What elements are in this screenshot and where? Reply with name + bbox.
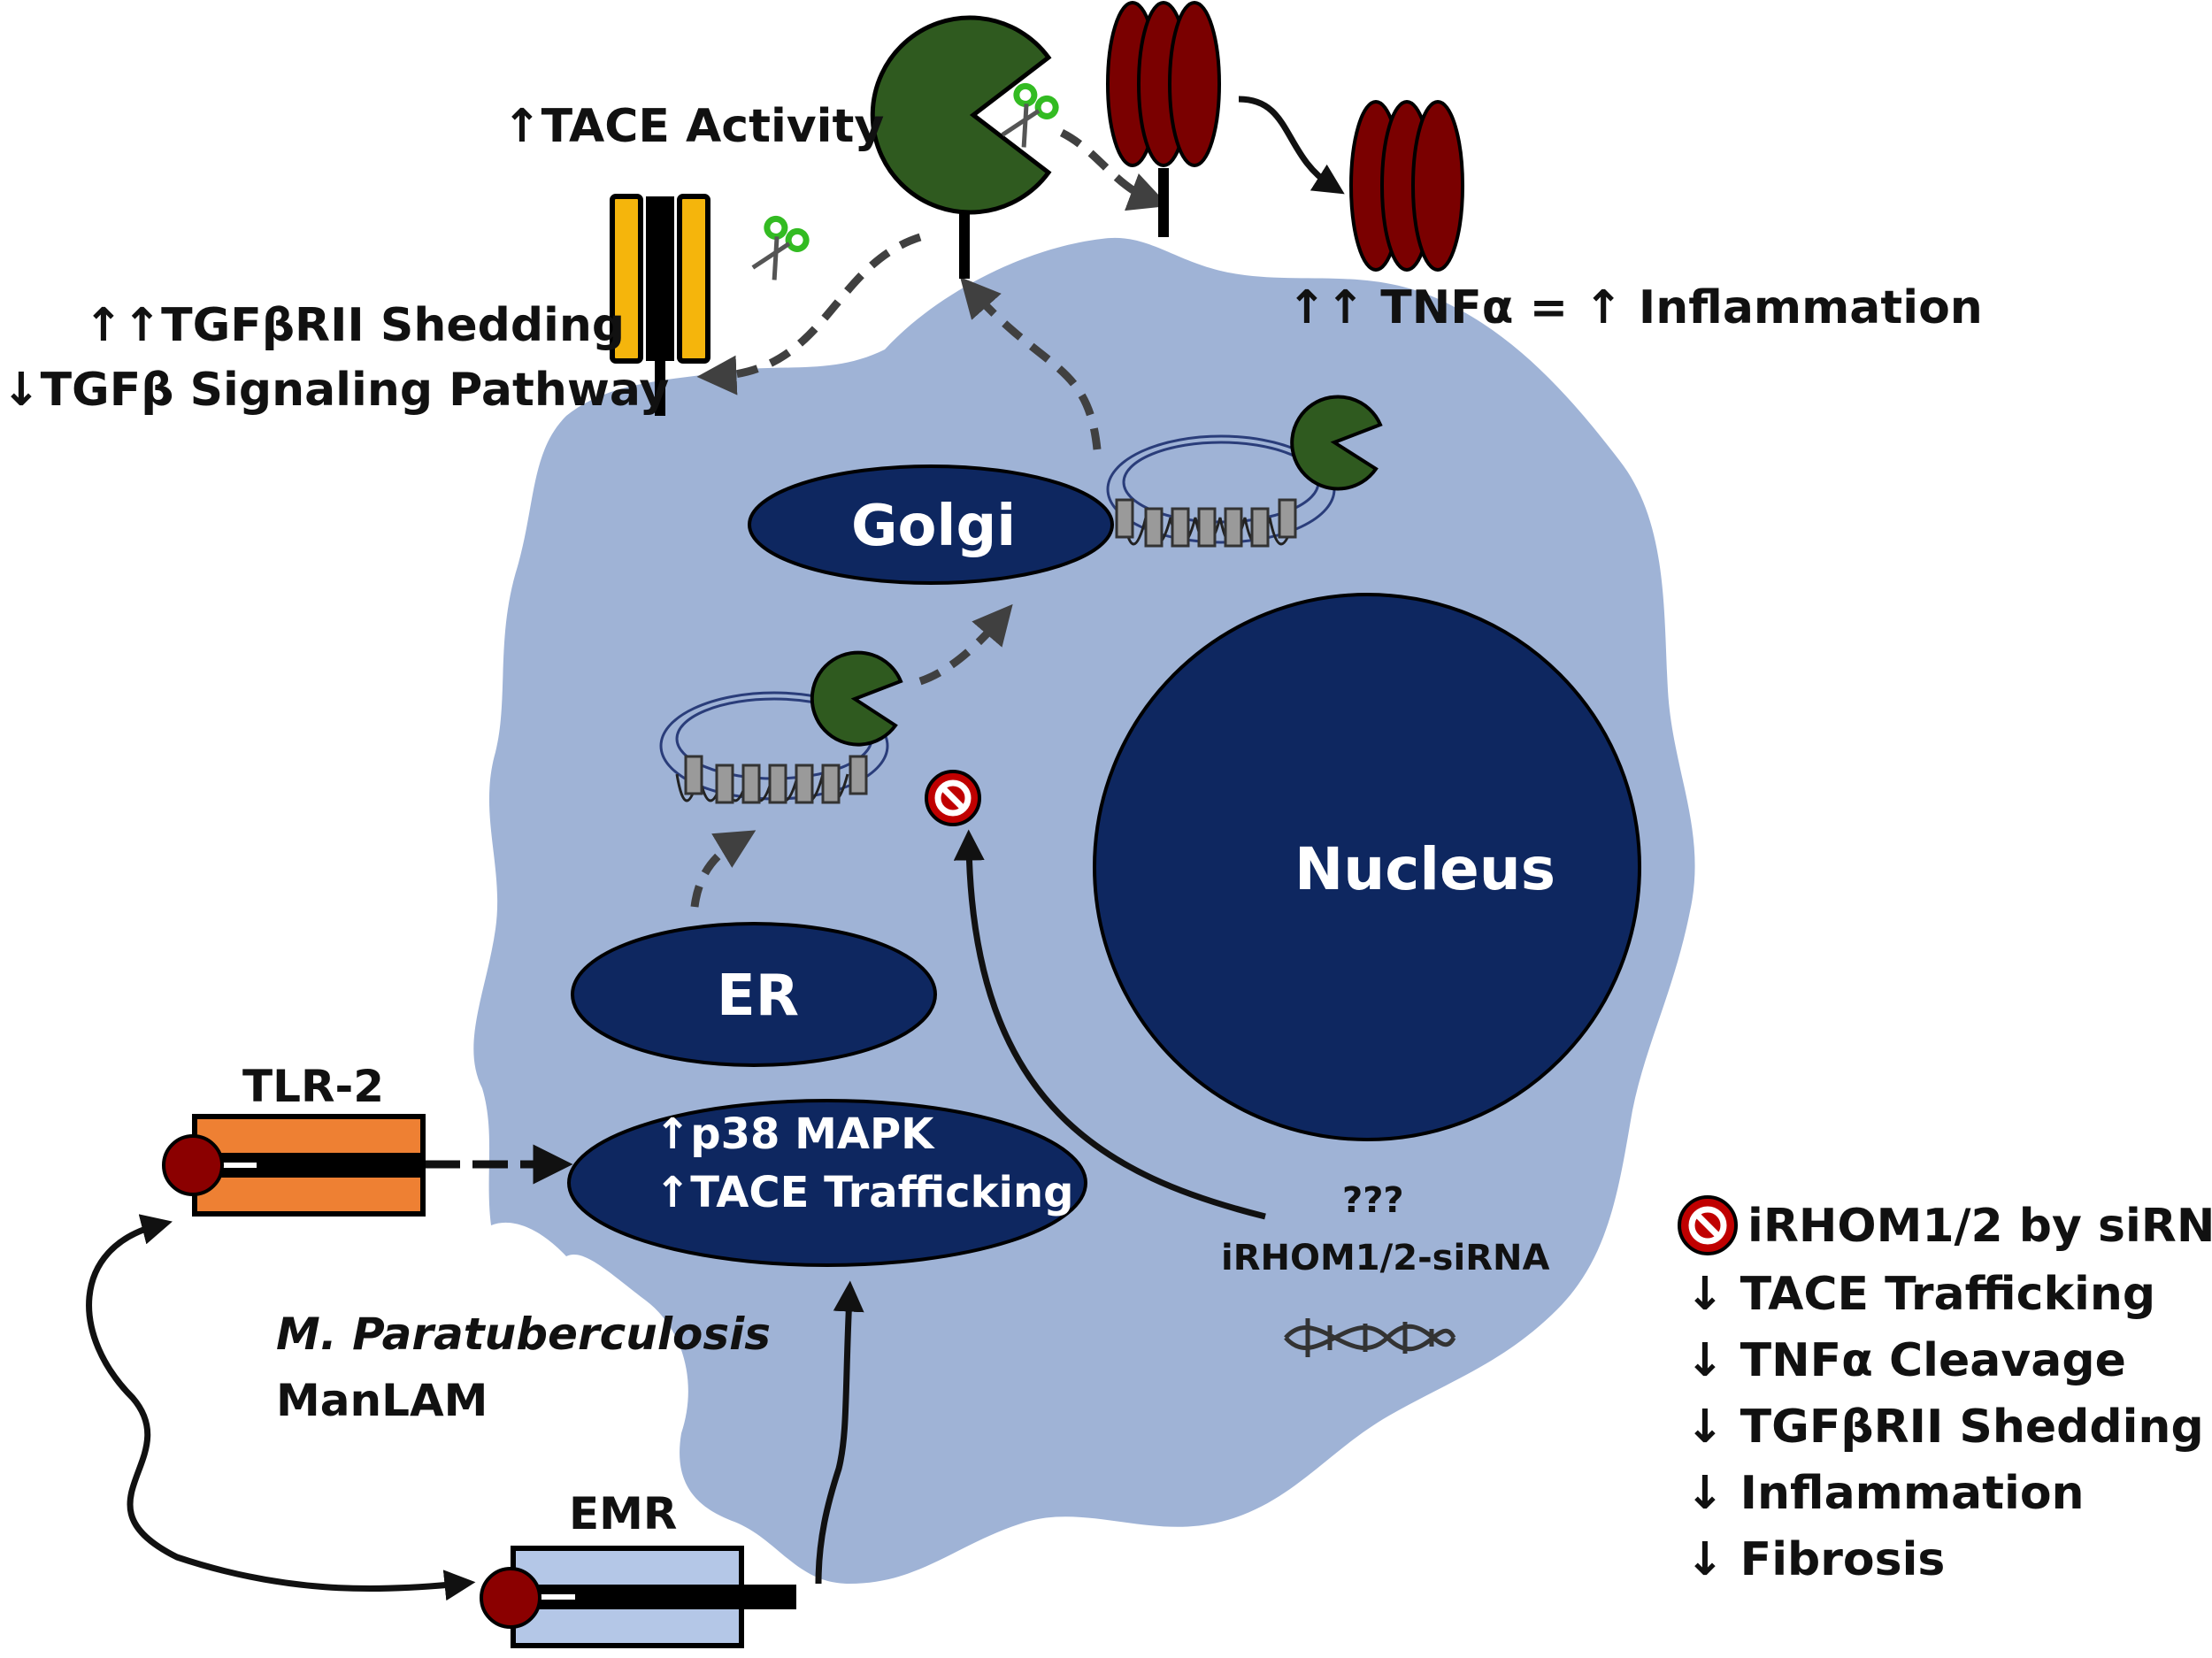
sirna-inhibition-arrow — [953, 829, 1266, 1220]
pathogen-label: M. Paratuberculosis — [276, 1309, 771, 1360]
scissors-icon — [745, 216, 810, 285]
inhibit-icon — [925, 770, 981, 826]
tlr2-label: TLR-2 — [242, 1061, 384, 1112]
golgi — [748, 464, 1114, 585]
emr-receptor — [480, 1546, 796, 1648]
tace-icon-golgi — [1290, 395, 1383, 491]
legend: iRHOM1/2 by siRNA ↓ TACE Trafficking ↓ T… — [1678, 1195, 2212, 1586]
arrow-er-to-golgi — [918, 603, 1013, 686]
er — [571, 922, 937, 1067]
tgfb-signaling-label: ↓TGFβ Signaling Pathway — [2, 364, 669, 417]
unknown-label: ??? — [1342, 1180, 1404, 1221]
tlr2-ligand — [162, 1134, 224, 1196]
emr-ligand — [480, 1567, 541, 1629]
tgfbrii-shedding-label: ↑↑TGFβRII Shedding — [84, 299, 625, 352]
er-label: ER — [717, 963, 799, 1029]
legend-item: ↓ Inflammation — [1686, 1467, 2085, 1520]
irhom-membrane-icon — [1106, 434, 1336, 548]
tlr2-receptor — [162, 1114, 426, 1217]
legend-title: iRHOM1/2 by siRNA — [1747, 1200, 2212, 1253]
arrow-tace-to-tgfbrii — [696, 233, 922, 395]
tnf-soluble-trimer — [1349, 100, 1464, 272]
legend-item: ↓ TGFβRII Shedding — [1686, 1401, 2204, 1454]
tgfbrii-receptor — [610, 194, 710, 416]
tace-membrane-icon — [870, 15, 1052, 215]
legend-item: ↓ Fibrosis — [1686, 1533, 1945, 1586]
tace-icon-er — [810, 650, 903, 747]
tace-activity-label: ↑TACE Activity — [503, 100, 884, 153]
tnfa-inflammation-label: ↑↑ TNFα = ↑ Inflammation — [1287, 281, 1983, 334]
emr-label: EMR — [569, 1488, 677, 1539]
ligand-binding-arrow — [86, 1214, 476, 1601]
arrow-emr-to-p38 — [815, 1280, 864, 1585]
arrow-tace-to-tnf — [1059, 128, 1170, 211]
inhibit-icon — [1678, 1195, 1738, 1255]
tnf-membrane-trimer — [1106, 1, 1221, 167]
tace-trafficking-label: ↑TACE Trafficking — [655, 1168, 1074, 1217]
sirna-label: iRHOM1/2-siRNA — [1221, 1238, 1549, 1278]
golgi-label: Golgi — [851, 494, 1016, 559]
arrow-p38-to-er — [690, 830, 757, 908]
p38-label: ↑p38 MAPK — [655, 1109, 935, 1159]
arrow-tnf-release — [1238, 96, 1345, 195]
nucleus-label: Nucleus — [1294, 835, 1555, 903]
legend-item: ↓ TNFα Cleavage — [1686, 1334, 2126, 1387]
nucleus — [1093, 593, 1641, 1141]
legend-item: ↓ TACE Trafficking — [1686, 1268, 2155, 1321]
manlam-label: ManLAM — [276, 1375, 488, 1426]
dna-icon — [1284, 1318, 1456, 1357]
